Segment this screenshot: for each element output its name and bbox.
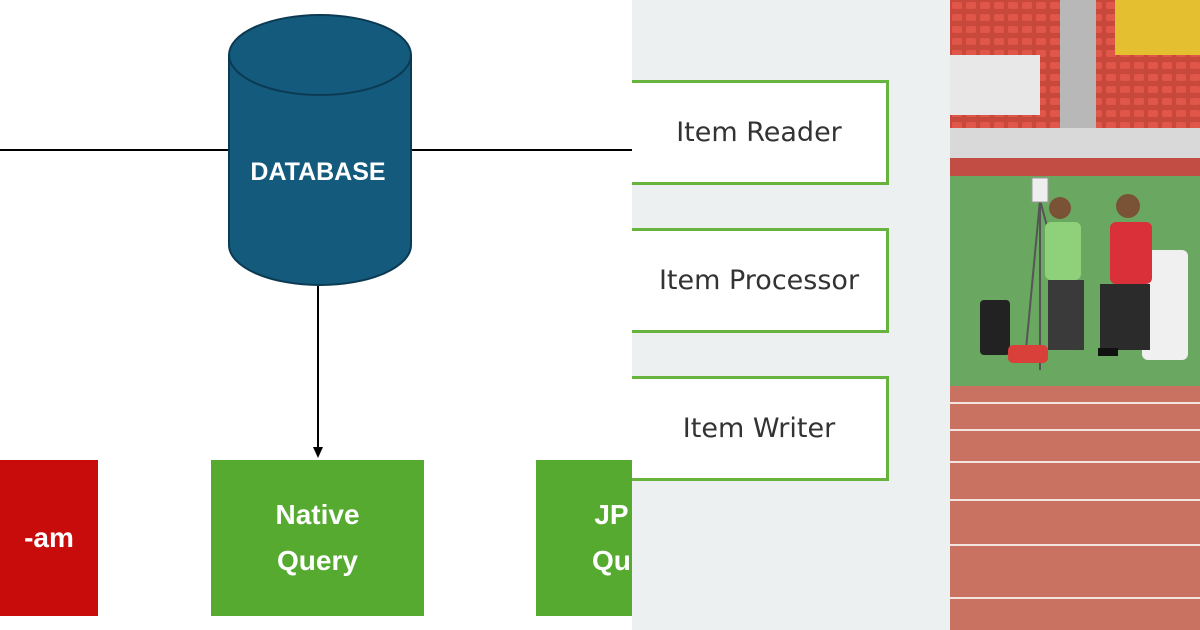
yellow-sign [1115,0,1200,55]
item-processor-step: Item Processor [632,228,889,333]
database-cylinder [228,55,412,286]
item-reader-step: Item Reader [632,80,889,185]
native-query-box: Native Query [211,460,424,616]
stream-box: -am [0,460,98,616]
jpql-query-line1: JP [594,499,629,530]
stream-box-line2: -am [24,522,74,553]
database-graphic: DATABASE [228,14,412,458]
item-writer-step: Item Writer [632,376,889,481]
native-query-line2: Query [277,545,358,576]
stand-banner [950,55,1040,115]
running-track [950,386,1200,630]
item-processor-label: Item Processor [658,265,860,296]
jpql-query-line2: Qu [592,545,631,576]
item-writer-label: Item Writer [682,413,836,444]
stand-aisle [1060,0,1096,135]
stadium-photo-graphic [950,0,1200,630]
stadium-photo [950,0,1200,630]
person-green-shirt [980,197,1084,355]
database-cylinder-top [228,14,412,96]
person-red-shirt [1098,194,1152,356]
batch-steps-panel: Item Reader Item Processor Item Writer [632,0,950,630]
connector-line-right [410,149,632,151]
database-label: DATABASE [250,158,385,186]
arrow-head-icon [313,447,323,458]
connector-line-left [0,149,232,151]
stand-wall [950,128,1200,158]
native-query-line1: Native [275,499,360,530]
item-reader-label: Item Reader [676,117,842,148]
database-diagram-panel: DATABASE -am Native Query JP Qu [0,14,632,616]
white-chair [1142,250,1188,360]
jpql-query-box: JP Qu [536,460,632,616]
